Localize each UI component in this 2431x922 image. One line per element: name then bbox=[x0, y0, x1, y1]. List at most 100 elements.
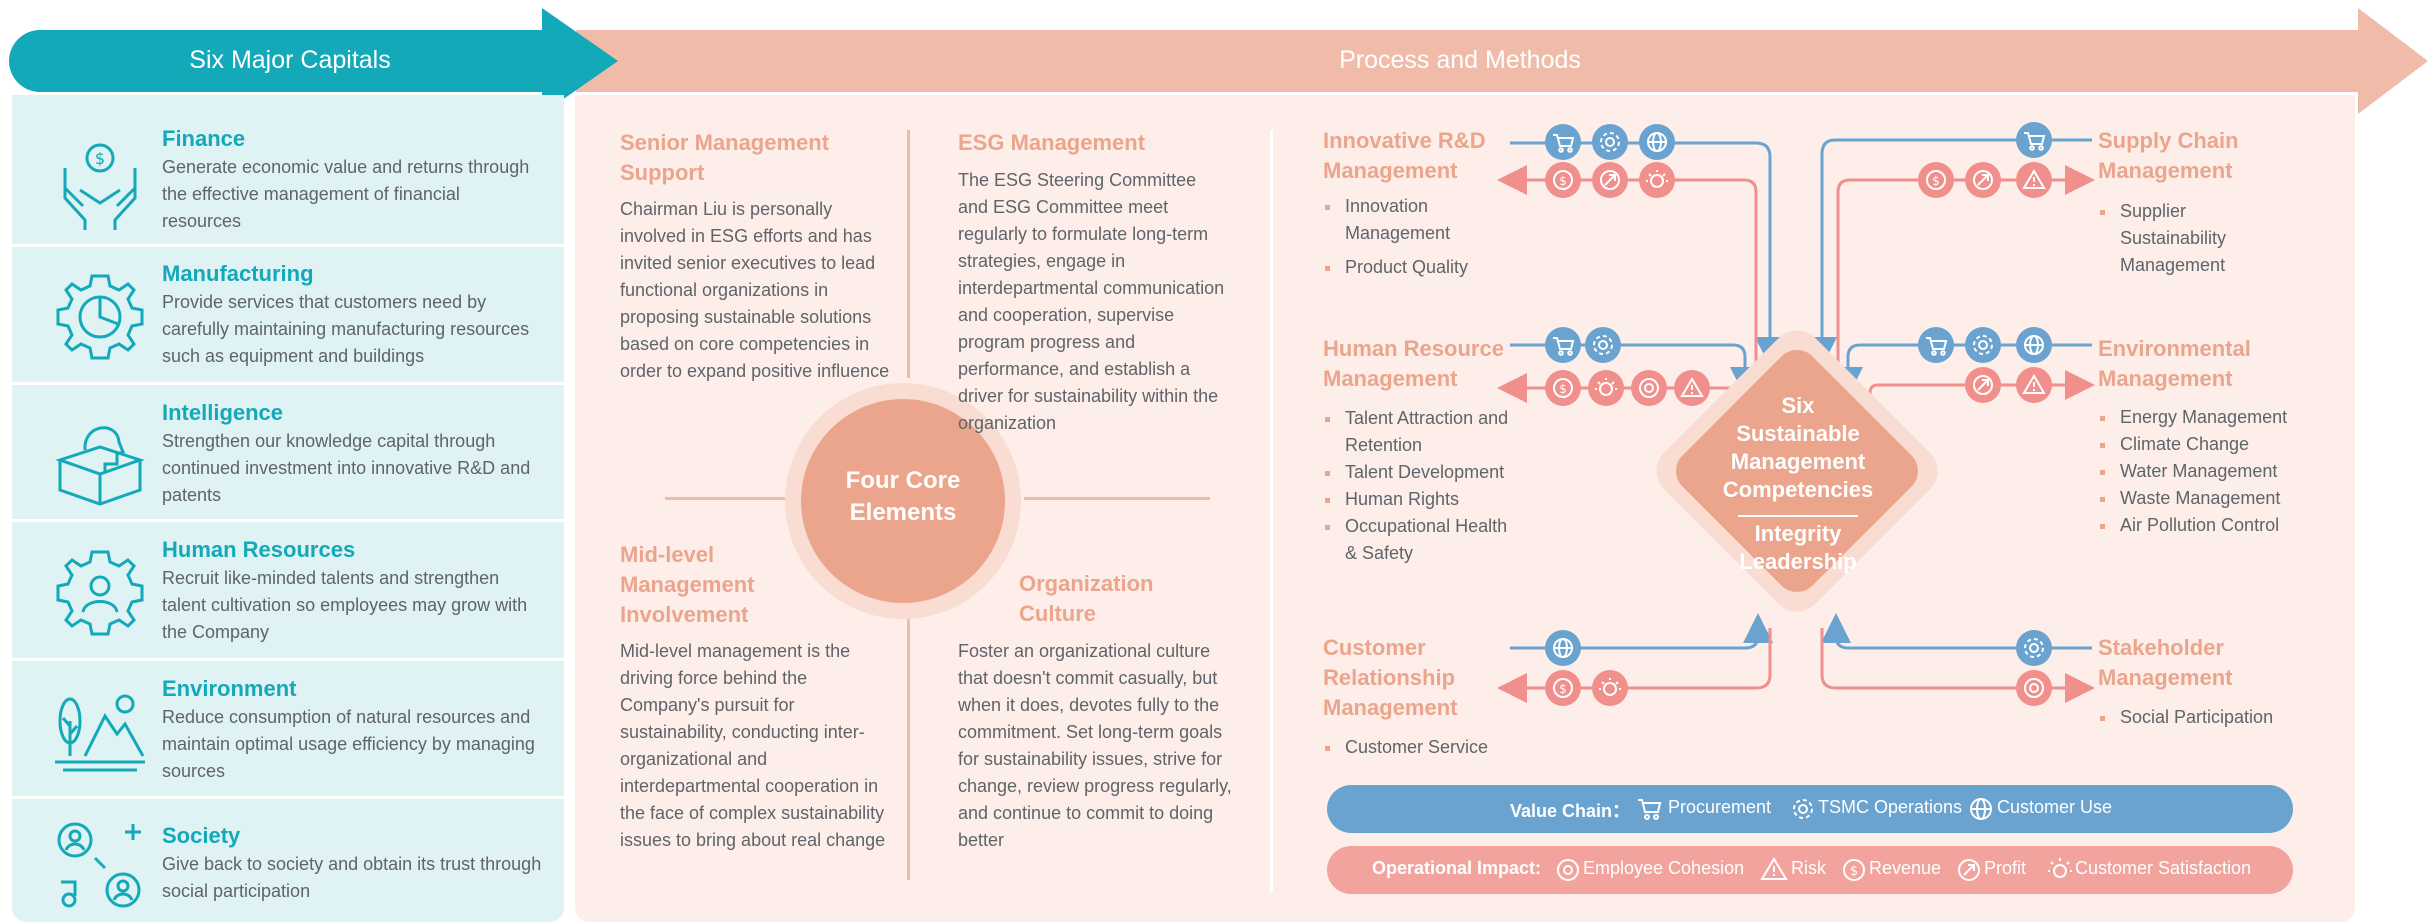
senior-title: Senior Management Support bbox=[620, 130, 830, 185]
revenue-icon: $ bbox=[1545, 670, 1581, 706]
risk-icon bbox=[2016, 162, 2052, 198]
list-item: Innovation Management bbox=[1323, 193, 1475, 247]
list-item: Social Participation bbox=[2098, 704, 2328, 731]
cart-icon bbox=[1918, 327, 1954, 363]
capital-title: Manufacturing bbox=[162, 261, 314, 286]
legend-revenue: Revenue bbox=[1869, 858, 1942, 878]
customer-satisfaction-icon bbox=[1592, 670, 1628, 706]
divider bbox=[12, 796, 564, 799]
stake-title: Stakeholder Management bbox=[2098, 635, 2233, 690]
gear-icon bbox=[1965, 327, 2001, 363]
hr-title: Human Resource Management bbox=[1323, 336, 1504, 391]
capital-desc: Strengthen our knowledge capital through… bbox=[162, 431, 531, 505]
esg-body: The ESG Steering Committee and ESG Commi… bbox=[958, 170, 1225, 433]
profit-icon bbox=[1958, 859, 1980, 881]
cart-icon bbox=[1638, 799, 1662, 820]
capital-title: Society bbox=[162, 823, 241, 848]
employee-cohesion-icon bbox=[1631, 370, 1667, 406]
capital-desc: Generate economic value and returns thro… bbox=[162, 157, 530, 231]
risk-icon bbox=[1674, 370, 1710, 406]
list-item: Human Rights bbox=[1323, 486, 1533, 513]
gear-chart-icon bbox=[56, 274, 144, 360]
capitals-panel bbox=[12, 95, 564, 922]
divider bbox=[12, 519, 564, 522]
rnd-title: Innovative R&D Management bbox=[1323, 128, 1486, 183]
list-item: Climate Change bbox=[2098, 431, 2328, 458]
senior-body: Chairman Liu is personally involved in E… bbox=[620, 199, 890, 381]
risk-icon bbox=[1760, 857, 1788, 880]
divider bbox=[12, 244, 564, 247]
rnd-list: Innovation Management Product Quality bbox=[1323, 193, 1513, 281]
revenue-icon: $ bbox=[1843, 859, 1865, 881]
revenue-icon: $ bbox=[1545, 370, 1581, 406]
legend-tsmc-operations: TSMC Operations bbox=[1818, 797, 1963, 817]
capital-desc: Give back to society and obtain its trus… bbox=[162, 854, 542, 901]
legend-customer-use: Customer Use bbox=[1997, 797, 2113, 817]
svg-text:$: $ bbox=[1850, 864, 1858, 879]
core-center-label: Four Core Elements bbox=[845, 467, 961, 526]
svg-text:$: $ bbox=[1559, 682, 1567, 696]
stake-list: Social Participation bbox=[2098, 704, 2328, 731]
supply-list: Supplier Sustainability Management bbox=[2098, 198, 2248, 279]
risk-icon bbox=[2016, 367, 2052, 403]
legend-employee-cohesion: Employee Cohesion bbox=[1583, 858, 1745, 878]
gear-icon bbox=[2016, 630, 2052, 666]
revenue-icon: $ bbox=[1918, 162, 1954, 198]
list-item: Water Management bbox=[2098, 458, 2328, 485]
gear-icon bbox=[1793, 799, 1813, 819]
capital-desc: Provide services that customers need by … bbox=[162, 292, 530, 366]
value-chain-legend bbox=[1327, 785, 2293, 833]
globe-icon bbox=[1970, 798, 1992, 820]
customer-satisfaction-icon bbox=[1639, 162, 1675, 198]
cart-icon bbox=[1545, 124, 1581, 160]
legend-risk: Risk bbox=[1791, 858, 1826, 878]
quadrant-divider bbox=[907, 130, 910, 378]
list-item: Talent Attraction and Retention bbox=[1323, 405, 1533, 459]
capital-title: Finance bbox=[162, 126, 246, 151]
list-item: Air Pollution Control bbox=[2098, 512, 2328, 539]
svg-text:$: $ bbox=[1932, 174, 1940, 188]
list-item: Product Quality bbox=[1323, 254, 1513, 281]
value-chain-label: Value Chain： bbox=[1510, 801, 1631, 821]
globe-icon bbox=[2016, 327, 2052, 363]
people-network-icon bbox=[57, 822, 141, 908]
cart-icon bbox=[2016, 122, 2052, 158]
profit-icon bbox=[1965, 162, 2001, 198]
nature-icon bbox=[55, 694, 145, 772]
center-divider bbox=[1738, 515, 1858, 517]
esg-title: ESG Management bbox=[958, 130, 1146, 155]
competency-center-title: Six Sustainable Management Competencies bbox=[1722, 393, 1874, 502]
revenue-icon: $ bbox=[1545, 162, 1581, 198]
list-item: Talent Development bbox=[1323, 459, 1533, 486]
svg-text:$: $ bbox=[95, 149, 105, 168]
customer-satisfaction-icon bbox=[1588, 370, 1624, 406]
quadrant-divider bbox=[1024, 497, 1210, 500]
mid-body: Mid-level management is the driving forc… bbox=[620, 641, 886, 850]
quadrant-divider bbox=[665, 497, 790, 500]
capital-title: Intelligence bbox=[162, 400, 284, 425]
culture-title: Organization Culture bbox=[1019, 571, 1154, 626]
svg-text:$: $ bbox=[1559, 382, 1567, 396]
legend-procurement: Procurement bbox=[1668, 797, 1772, 817]
globe-icon bbox=[1545, 630, 1581, 666]
list-item: Energy Management bbox=[2098, 404, 2328, 431]
globe-icon bbox=[1639, 124, 1675, 160]
customer-satisfaction-icon bbox=[2048, 858, 2072, 878]
culture-body: Foster an organizational culture that do… bbox=[958, 641, 1232, 850]
gear-icon bbox=[1592, 124, 1628, 160]
head-box-icon bbox=[55, 426, 145, 506]
divider bbox=[12, 382, 564, 385]
list-item: Customer Service bbox=[1323, 734, 1533, 761]
competency-center-sub: Integrity Leadership bbox=[1739, 521, 1857, 574]
svg-text:$: $ bbox=[1559, 174, 1567, 188]
capital-desc: Recruit like-minded talents and strength… bbox=[162, 568, 528, 642]
employee-cohesion-icon bbox=[2016, 670, 2052, 706]
mid-title: Mid-level Management Involvement bbox=[620, 542, 755, 627]
divider bbox=[12, 658, 564, 661]
gear-icon bbox=[1585, 327, 1621, 363]
operational-impact-label: Operational Impact: bbox=[1372, 858, 1542, 878]
capital-desc: Reduce consumption of natural resources … bbox=[162, 707, 535, 781]
capital-title: Environment bbox=[162, 676, 297, 701]
crm-list: Customer Service bbox=[1323, 734, 1533, 761]
